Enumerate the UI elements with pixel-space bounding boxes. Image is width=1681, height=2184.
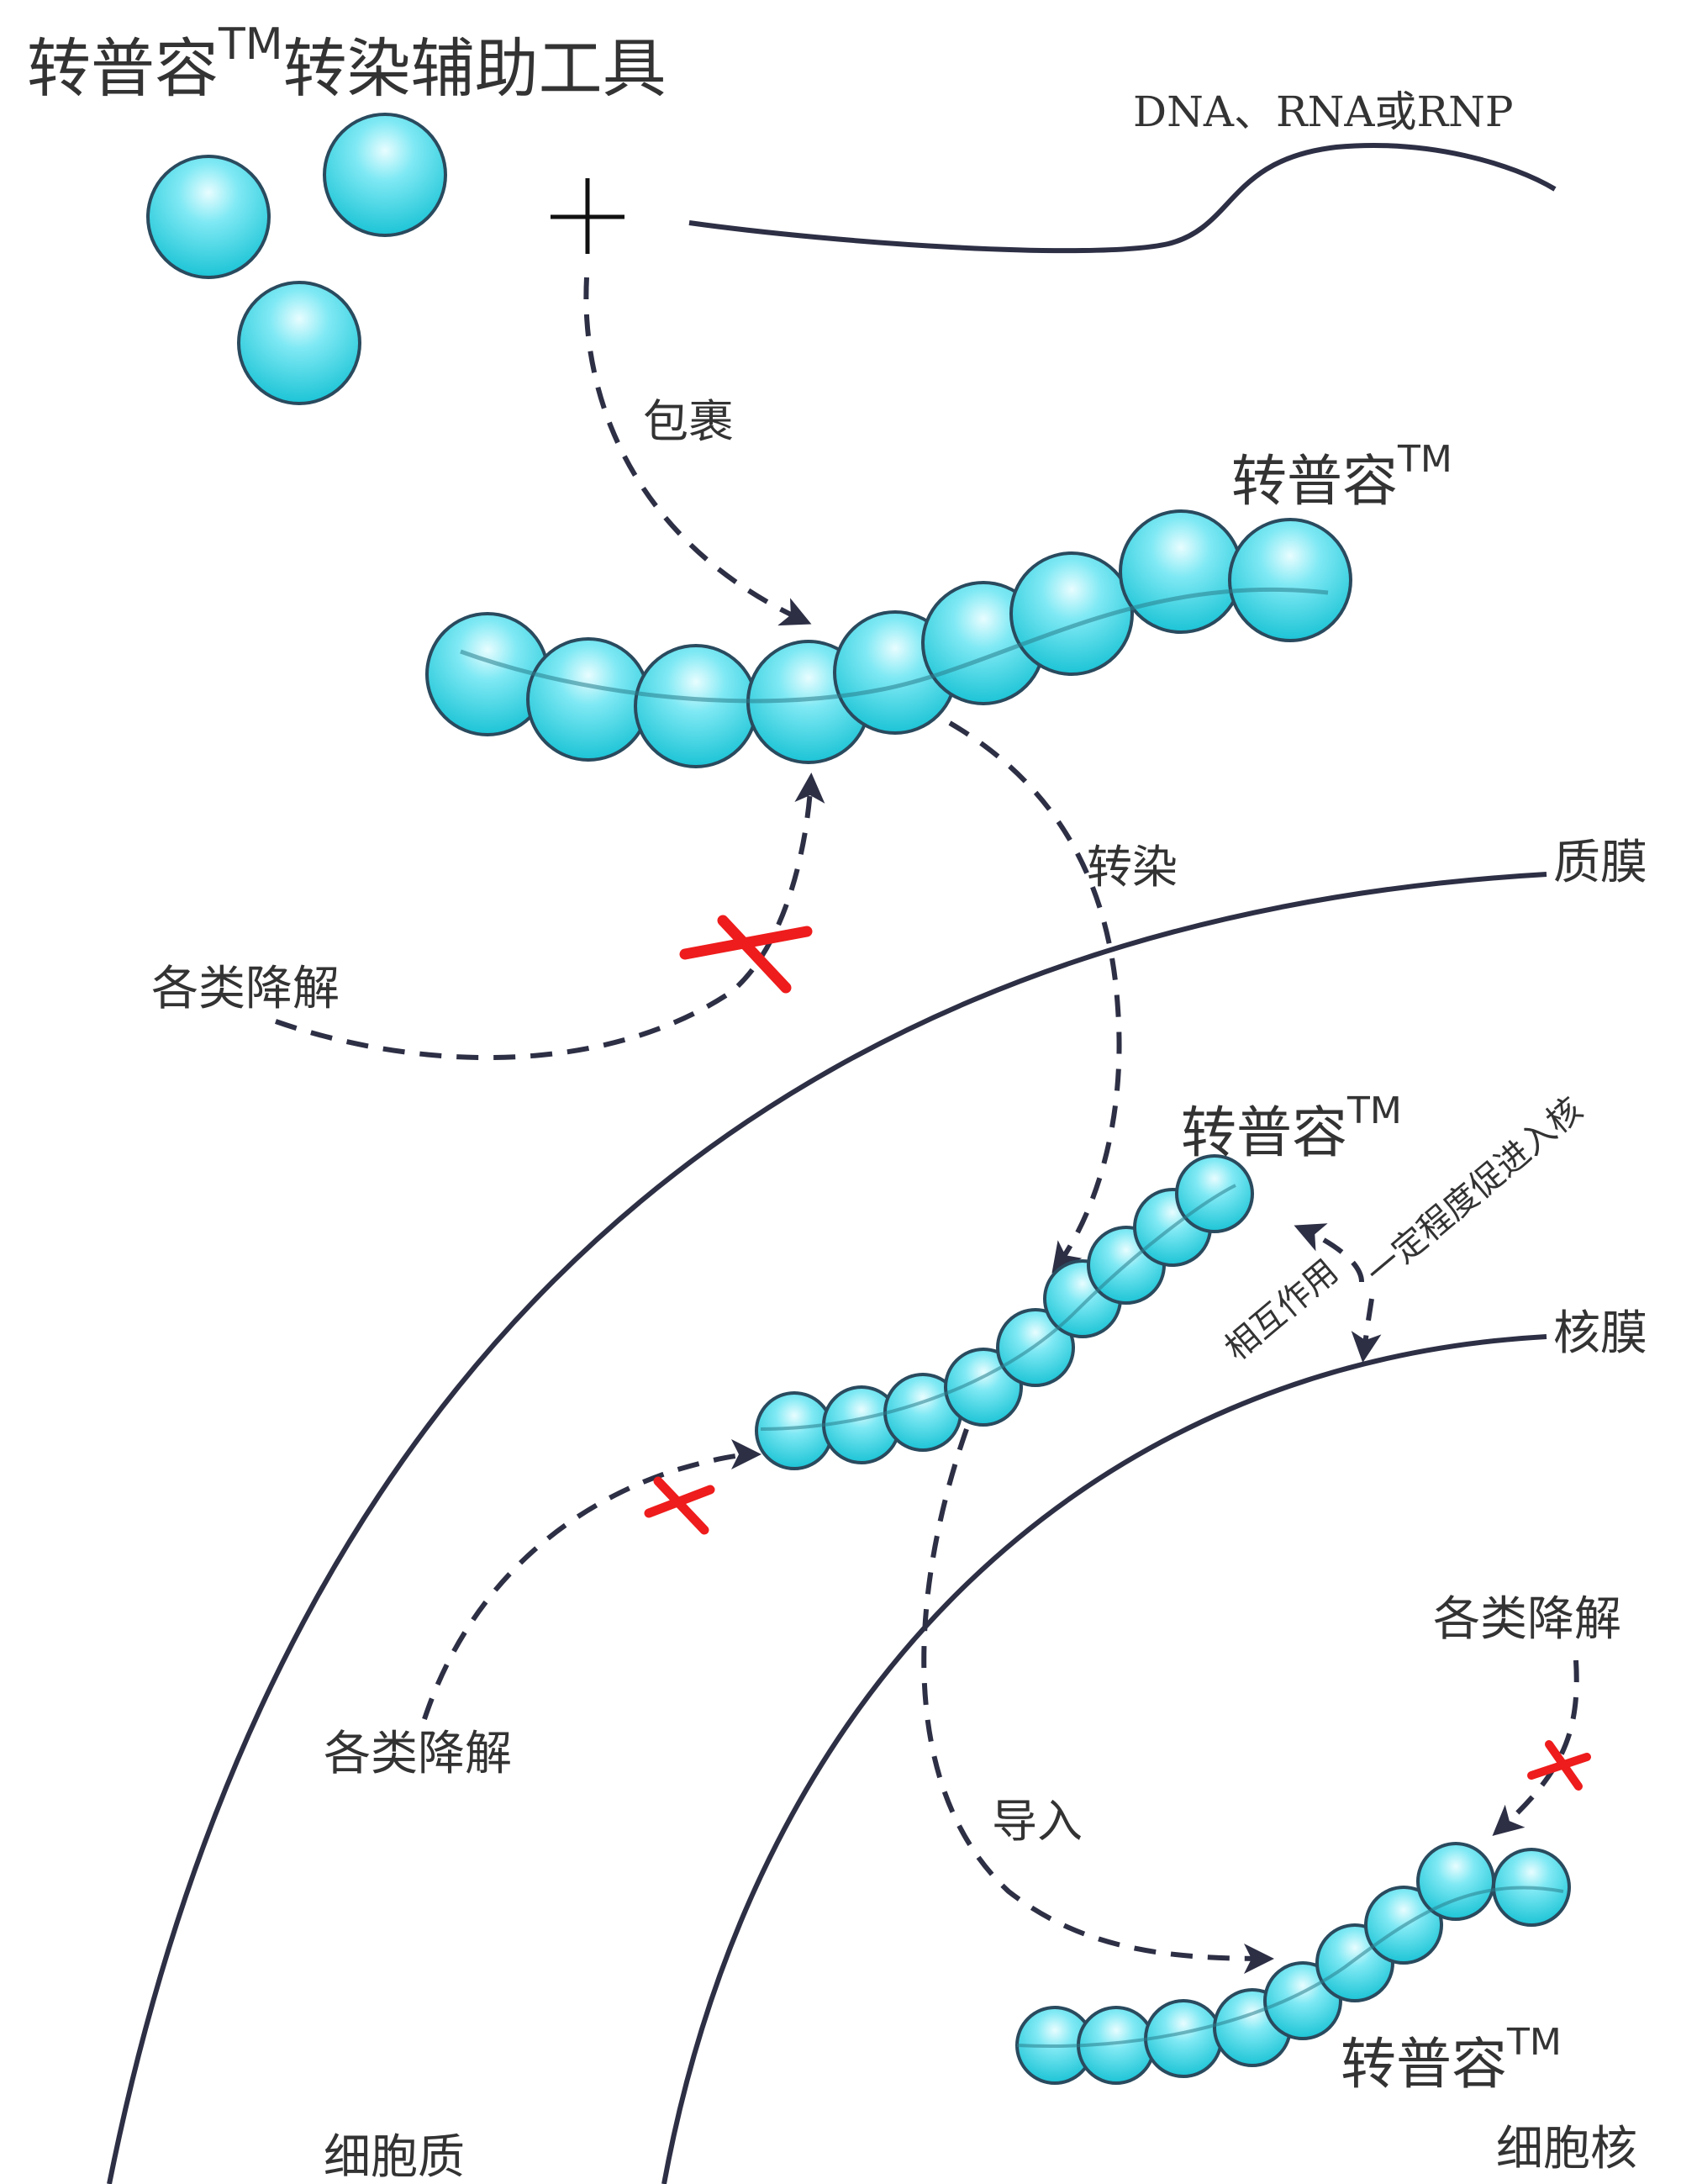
degradation-label-top: 各类降解 [151,962,340,1016]
transfect-arrow [948,720,1122,1274]
degradation-label-right: 各类降解 [1433,1592,1621,1647]
cytoplasm-label: 细胞质 [324,2130,465,2184]
product-label-2: 转普容 [1181,1100,1347,1165]
plus-sign [551,178,624,254]
cargo-label: DNA、RNA或RNP [1133,87,1514,136]
degradation-arrow-right [1492,1659,1579,1836]
title-sup: TM [218,19,283,70]
transfect-label: 转染 [1087,841,1178,894]
degradation-arrow-top [275,773,825,1060]
complex-strand-large [460,587,1329,704]
title-main: 转普容 [27,31,219,106]
block-x-right [1527,1740,1591,1791]
interaction-arrow-down [1351,1298,1382,1363]
wrap-arrow [583,277,812,626]
svg-text:转普容TM: 转普容TM [1181,1089,1402,1165]
svg-text:转普容TM: 转普容TM [1341,2021,1562,2097]
plasma-membrane-label: 质膜 [1553,836,1647,890]
interaction-label: 相互作用 [1218,1253,1346,1369]
degradation-label-mid: 各类降解 [324,1727,512,1781]
block-x-large [679,915,813,994]
import-label: 导入 [992,1795,1083,1848]
svg-text:转普容TM: 转普容TM [1231,438,1452,514]
bead [323,113,447,237]
reagent-complex-medium [755,1154,1254,1470]
nucleus-label: 细胞核 [1496,2122,1637,2176]
wrap-label: 包裹 [643,395,734,448]
complex-strand-medium [760,1184,1236,1431]
import-arrow [921,1428,1274,1974]
plasma-membrane [107,872,1547,2184]
svg-text:转普容TM转染辅助工具: 转普容TM转染辅助工具 [27,19,667,106]
product-label-1-sup: TM [1397,438,1452,481]
bead [146,155,271,279]
complex-strand-nucleus [1016,1886,1564,2048]
reagent-complex-nucleus [1015,1842,1571,2085]
reagent-complex-large [425,509,1352,768]
bead [237,281,361,405]
nuclear-membrane-label: 核膜 [1553,1306,1647,1361]
product-label-3-sup: TM [1506,2021,1562,2064]
product-label-2-sup: TM [1346,1089,1402,1132]
product-label-3: 转普容 [1341,2032,1507,2097]
title-suffix: 转染辅助工具 [283,31,667,106]
block-x-mid [644,1476,715,1535]
cargo-strand [688,143,1557,254]
nuclear-membrane [661,1334,1547,2184]
interaction-arrow-up [1294,1223,1364,1283]
free-reagent-beads [146,113,447,405]
degradation-arrow-mid [422,1439,761,1720]
product-label-1: 转普容 [1231,449,1398,514]
